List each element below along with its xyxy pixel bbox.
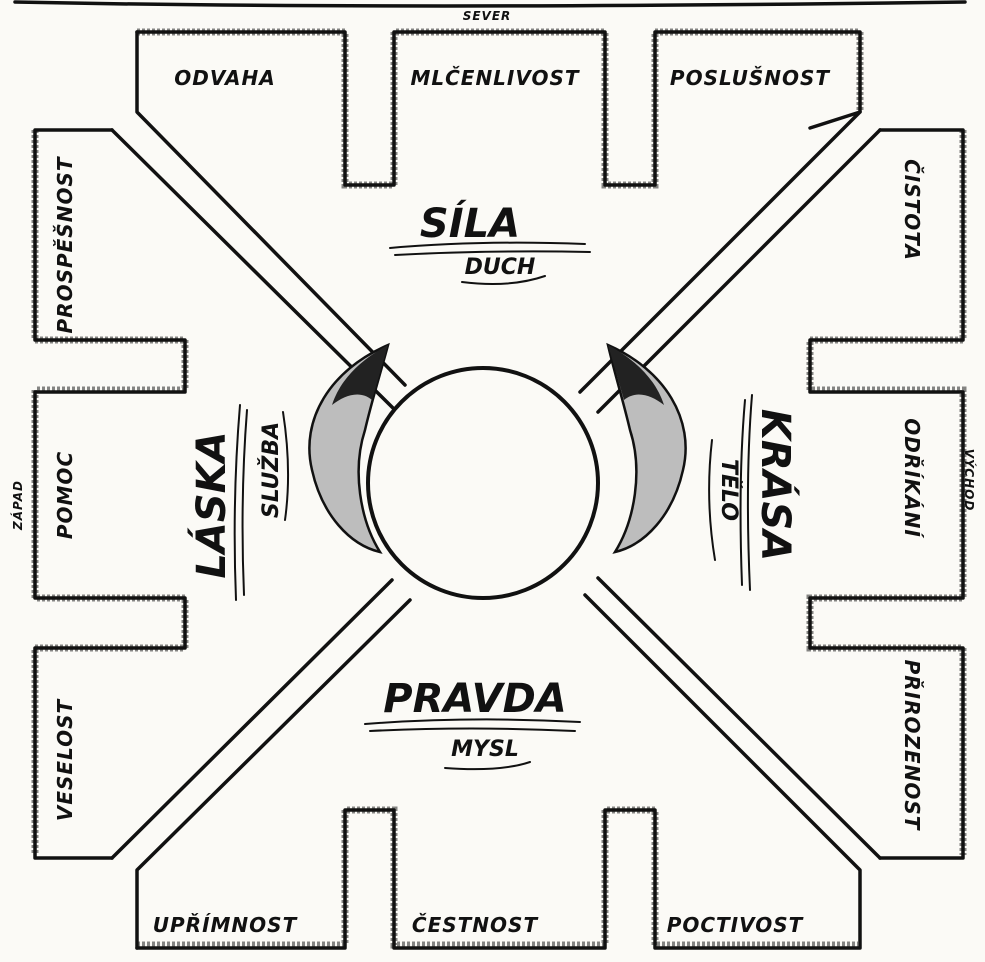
direction-west: ZÁPAD [10, 480, 25, 531]
room-top-3: POSLUŠNOST [670, 66, 831, 90]
south-wing [137, 595, 860, 948]
quadrant-south-title: PRAVDA [383, 676, 566, 722]
quadrant-north-title: SÍLA [420, 199, 520, 247]
room-top-2: MLČENLIVOST [410, 66, 579, 90]
quadrant-west-subtitle: SLUŽBA [258, 422, 284, 518]
direction-east: VÝCHOD [962, 449, 977, 512]
room-right-1: ČISTOTA [900, 159, 924, 261]
quadrant-south-subtitle: MYSL [451, 737, 519, 762]
direction-north: SEVER [463, 9, 512, 23]
quadrant-east-subtitle: TĚLO [716, 459, 742, 521]
center-circle [368, 368, 598, 598]
quadrant-east-title: KRÁSA [752, 409, 800, 562]
room-bottom-1: UPŘÍMNOST [153, 913, 298, 937]
top-border-line [15, 2, 965, 6]
quadrant-west-title: LÁSKA [187, 431, 235, 578]
right-horn [608, 345, 686, 552]
room-left-2: POMOC [53, 451, 77, 539]
room-left-1: PROSPĚŠNOST [53, 156, 77, 333]
room-left-3: VESELOST [53, 699, 77, 822]
room-bottom-3: POCTIVOST [667, 913, 804, 937]
room-top-1: ODVAHA [174, 66, 275, 90]
room-right-2: ODŘÍKÁNÍ [900, 418, 924, 538]
quadrant-north-subtitle: DUCH [465, 255, 536, 280]
room-right-3: PŘIROZENOST [900, 660, 924, 831]
room-bottom-2: ČESTNOST [412, 913, 539, 937]
